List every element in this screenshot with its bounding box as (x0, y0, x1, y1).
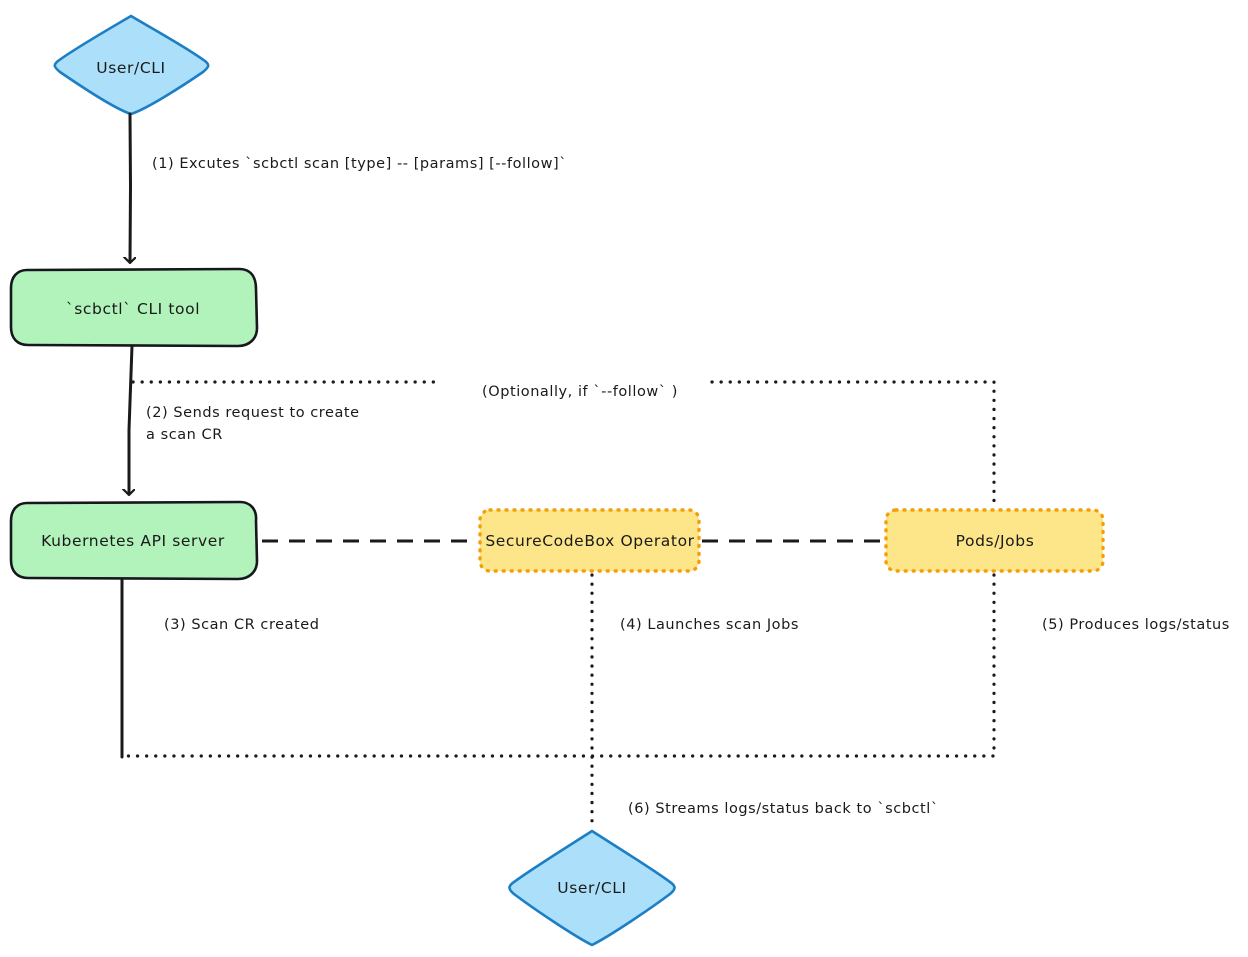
edge-follow-to-pods (710, 380, 996, 508)
node-user-cli-bottom[interactable] (508, 829, 676, 947)
diamond-shape-bottom (508, 829, 676, 947)
node-securecodebox-operator[interactable] (478, 508, 701, 573)
diamond-shape-top (53, 14, 210, 116)
rect-shape-scbctl (9, 267, 259, 348)
node-user-cli-top[interactable] (53, 14, 210, 116)
rect-shape-pods (884, 508, 1105, 573)
edge-pods-down-left (122, 573, 996, 758)
rect-shape-k8s (9, 500, 259, 581)
edge-scbctl-to-k8s (129, 344, 132, 494)
rect-shape-operator (478, 508, 701, 573)
node-pods-jobs[interactable] (884, 508, 1105, 573)
node-scbctl-cli-tool[interactable] (9, 267, 259, 348)
node-kubernetes-api-server[interactable] (9, 500, 259, 581)
edge-user-to-scbctl (130, 112, 131, 262)
